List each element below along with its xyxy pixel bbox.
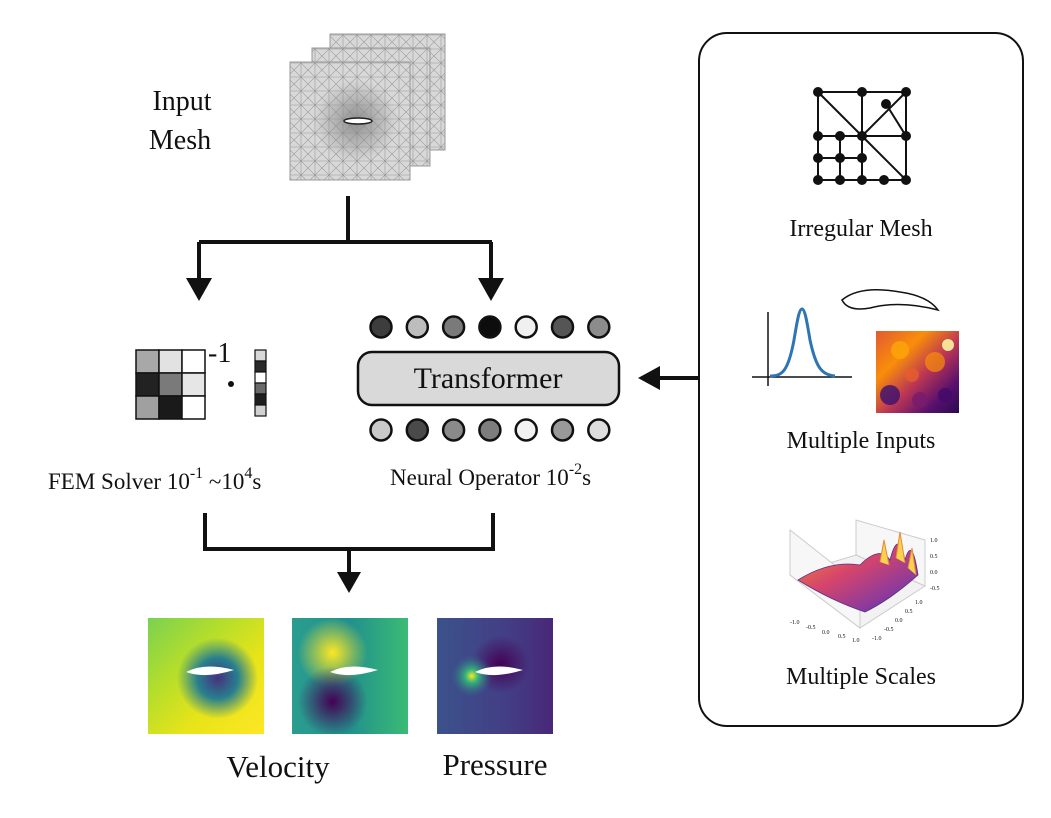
transformer-label: Transformer (414, 362, 563, 395)
arrow-to-outputs (337, 572, 361, 593)
input-token-3 (441, 315, 466, 339)
svg-text:-1.0: -1.0 (790, 620, 800, 626)
airfoil-pressure (475, 666, 523, 676)
irregular-mesh-label: Irregular Mesh (789, 216, 932, 242)
matrix-inverse-mark: -1 (208, 338, 231, 369)
input-mesh-stack (289, 33, 446, 181)
transformer-block (356, 350, 621, 407)
input-label-line1: Input (152, 86, 211, 117)
input-token-row (369, 315, 611, 339)
airfoil-shape-icon (841, 289, 940, 312)
output-token-row (369, 418, 611, 442)
fem-solver-label: FEM Solver 10-1 ~104s (48, 465, 261, 494)
surface-y-ticks: 1.0 0.5 0.0 -0.5 -1.0 (872, 600, 923, 642)
svg-text:0.0: 0.0 (895, 618, 903, 624)
neural-operator-label: Neural Operator 10-2s (390, 461, 591, 490)
velocity-x-field (148, 618, 264, 734)
distribution-curve-icon (752, 307, 852, 386)
arrow-to-solver (186, 278, 212, 301)
svg-text:0.0: 0.0 (930, 570, 938, 576)
surface-x-ticks: -1.0 -0.5 0.0 0.5 1.0 (790, 620, 860, 644)
challenges-panel (698, 32, 1024, 727)
split-connector (197, 196, 493, 280)
svg-text:0.5: 0.5 (838, 634, 846, 640)
svg-text:-1.0: -1.0 (872, 636, 882, 642)
arrow-to-transformer (638, 366, 660, 390)
pressure-field (437, 618, 553, 734)
random-field-icon (876, 331, 959, 413)
airfoil-velocity-x (186, 666, 234, 676)
output-token-2 (405, 418, 430, 442)
input-token-5 (514, 315, 538, 339)
input-label-line2: Mesh (149, 125, 211, 156)
output-token-3 (441, 418, 466, 442)
svg-text:0.0: 0.0 (822, 630, 830, 636)
output-token-4 (478, 418, 502, 442)
svg-text:0.5: 0.5 (905, 609, 913, 615)
input-token-6 (550, 315, 575, 339)
pressure-label: Pressure (442, 747, 547, 782)
svg-text:1.0: 1.0 (915, 600, 923, 606)
multiple-scales-label: Multiple Scales (786, 664, 936, 690)
svg-text:0.5: 0.5 (930, 554, 938, 560)
mesh-airfoil-icon (343, 117, 373, 125)
output-token-5 (514, 418, 538, 442)
velocity-y-field (292, 618, 408, 734)
airfoil-velocity-y (330, 666, 378, 676)
surface-z-ticks: 1.0 0.5 0.0 -0.5 (930, 538, 940, 592)
svg-text:-0.5: -0.5 (884, 627, 894, 633)
svg-text:1.0: 1.0 (852, 638, 860, 644)
fem-vector-icon (254, 349, 267, 417)
svg-text:-0.5: -0.5 (930, 586, 940, 592)
fem-matrix-icon (135, 349, 206, 420)
dot-product-icon (228, 381, 234, 387)
multiple-inputs-label: Multiple Inputs (787, 428, 936, 454)
arrow-to-operator (478, 278, 504, 301)
input-token-2 (405, 315, 430, 339)
velocity-label: Velocity (226, 749, 330, 784)
output-token-1 (369, 418, 393, 442)
output-token-7 (587, 418, 611, 442)
input-token-4 (478, 315, 502, 339)
svg-text:-0.5: -0.5 (806, 625, 816, 631)
input-token-7 (587, 315, 611, 339)
output-token-6 (550, 418, 575, 442)
surface-plot-icon (788, 519, 927, 630)
merge-connector (203, 513, 495, 572)
svg-text:1.0: 1.0 (930, 538, 938, 544)
mesh-nodes (813, 87, 911, 185)
input-token-1 (369, 315, 393, 339)
